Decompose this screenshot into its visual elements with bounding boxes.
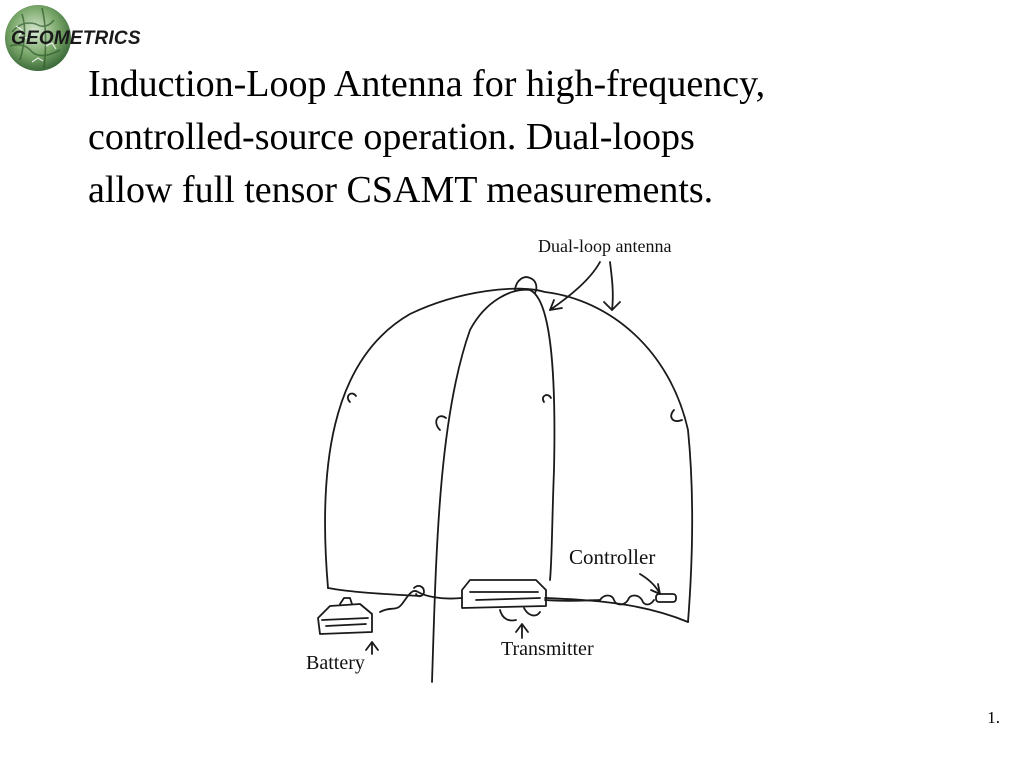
label-dual-loop-antenna: Dual-loop antenna [538,236,672,256]
transmitter-box [461,579,547,609]
title-line-3: allow full tensor CSAMT measurements. [88,169,714,211]
globe-icon [5,5,71,71]
controller-plug [655,593,677,603]
battery-cable [379,590,463,613]
page-number: 1. [987,708,1000,727]
top-knob [514,276,538,294]
title-line-2: controlled-source operation. Dual-loops [88,116,695,158]
title-line-1: Induction-Loop Antenna for high-frequenc… [88,63,766,105]
antenna-arrow-1 [549,261,601,311]
geometrics-logo: GEOMETRICS [2,2,172,74]
base-wire-left [327,587,421,597]
inner-loop [431,288,556,683]
antenna-arrow-2 [609,261,614,311]
outer-loop [324,287,694,623]
clip-left [346,392,357,403]
clip-right [670,409,683,422]
controller-coil [599,594,655,606]
label-transmitter: Transmitter [501,638,594,660]
logo-text: GEOMETRICS [11,28,141,49]
label-battery: Battery [306,652,365,674]
controller-arrow [639,573,661,595]
controller-cable [544,599,601,602]
dual-loop-antenna-diagram [317,261,694,683]
page-title: Induction-Loop Antenna for high-frequenc… [88,58,968,217]
clip-inner [435,415,447,431]
battery-box [317,603,373,635]
clip-center [542,394,552,403]
label-controller: Controller [569,545,656,569]
